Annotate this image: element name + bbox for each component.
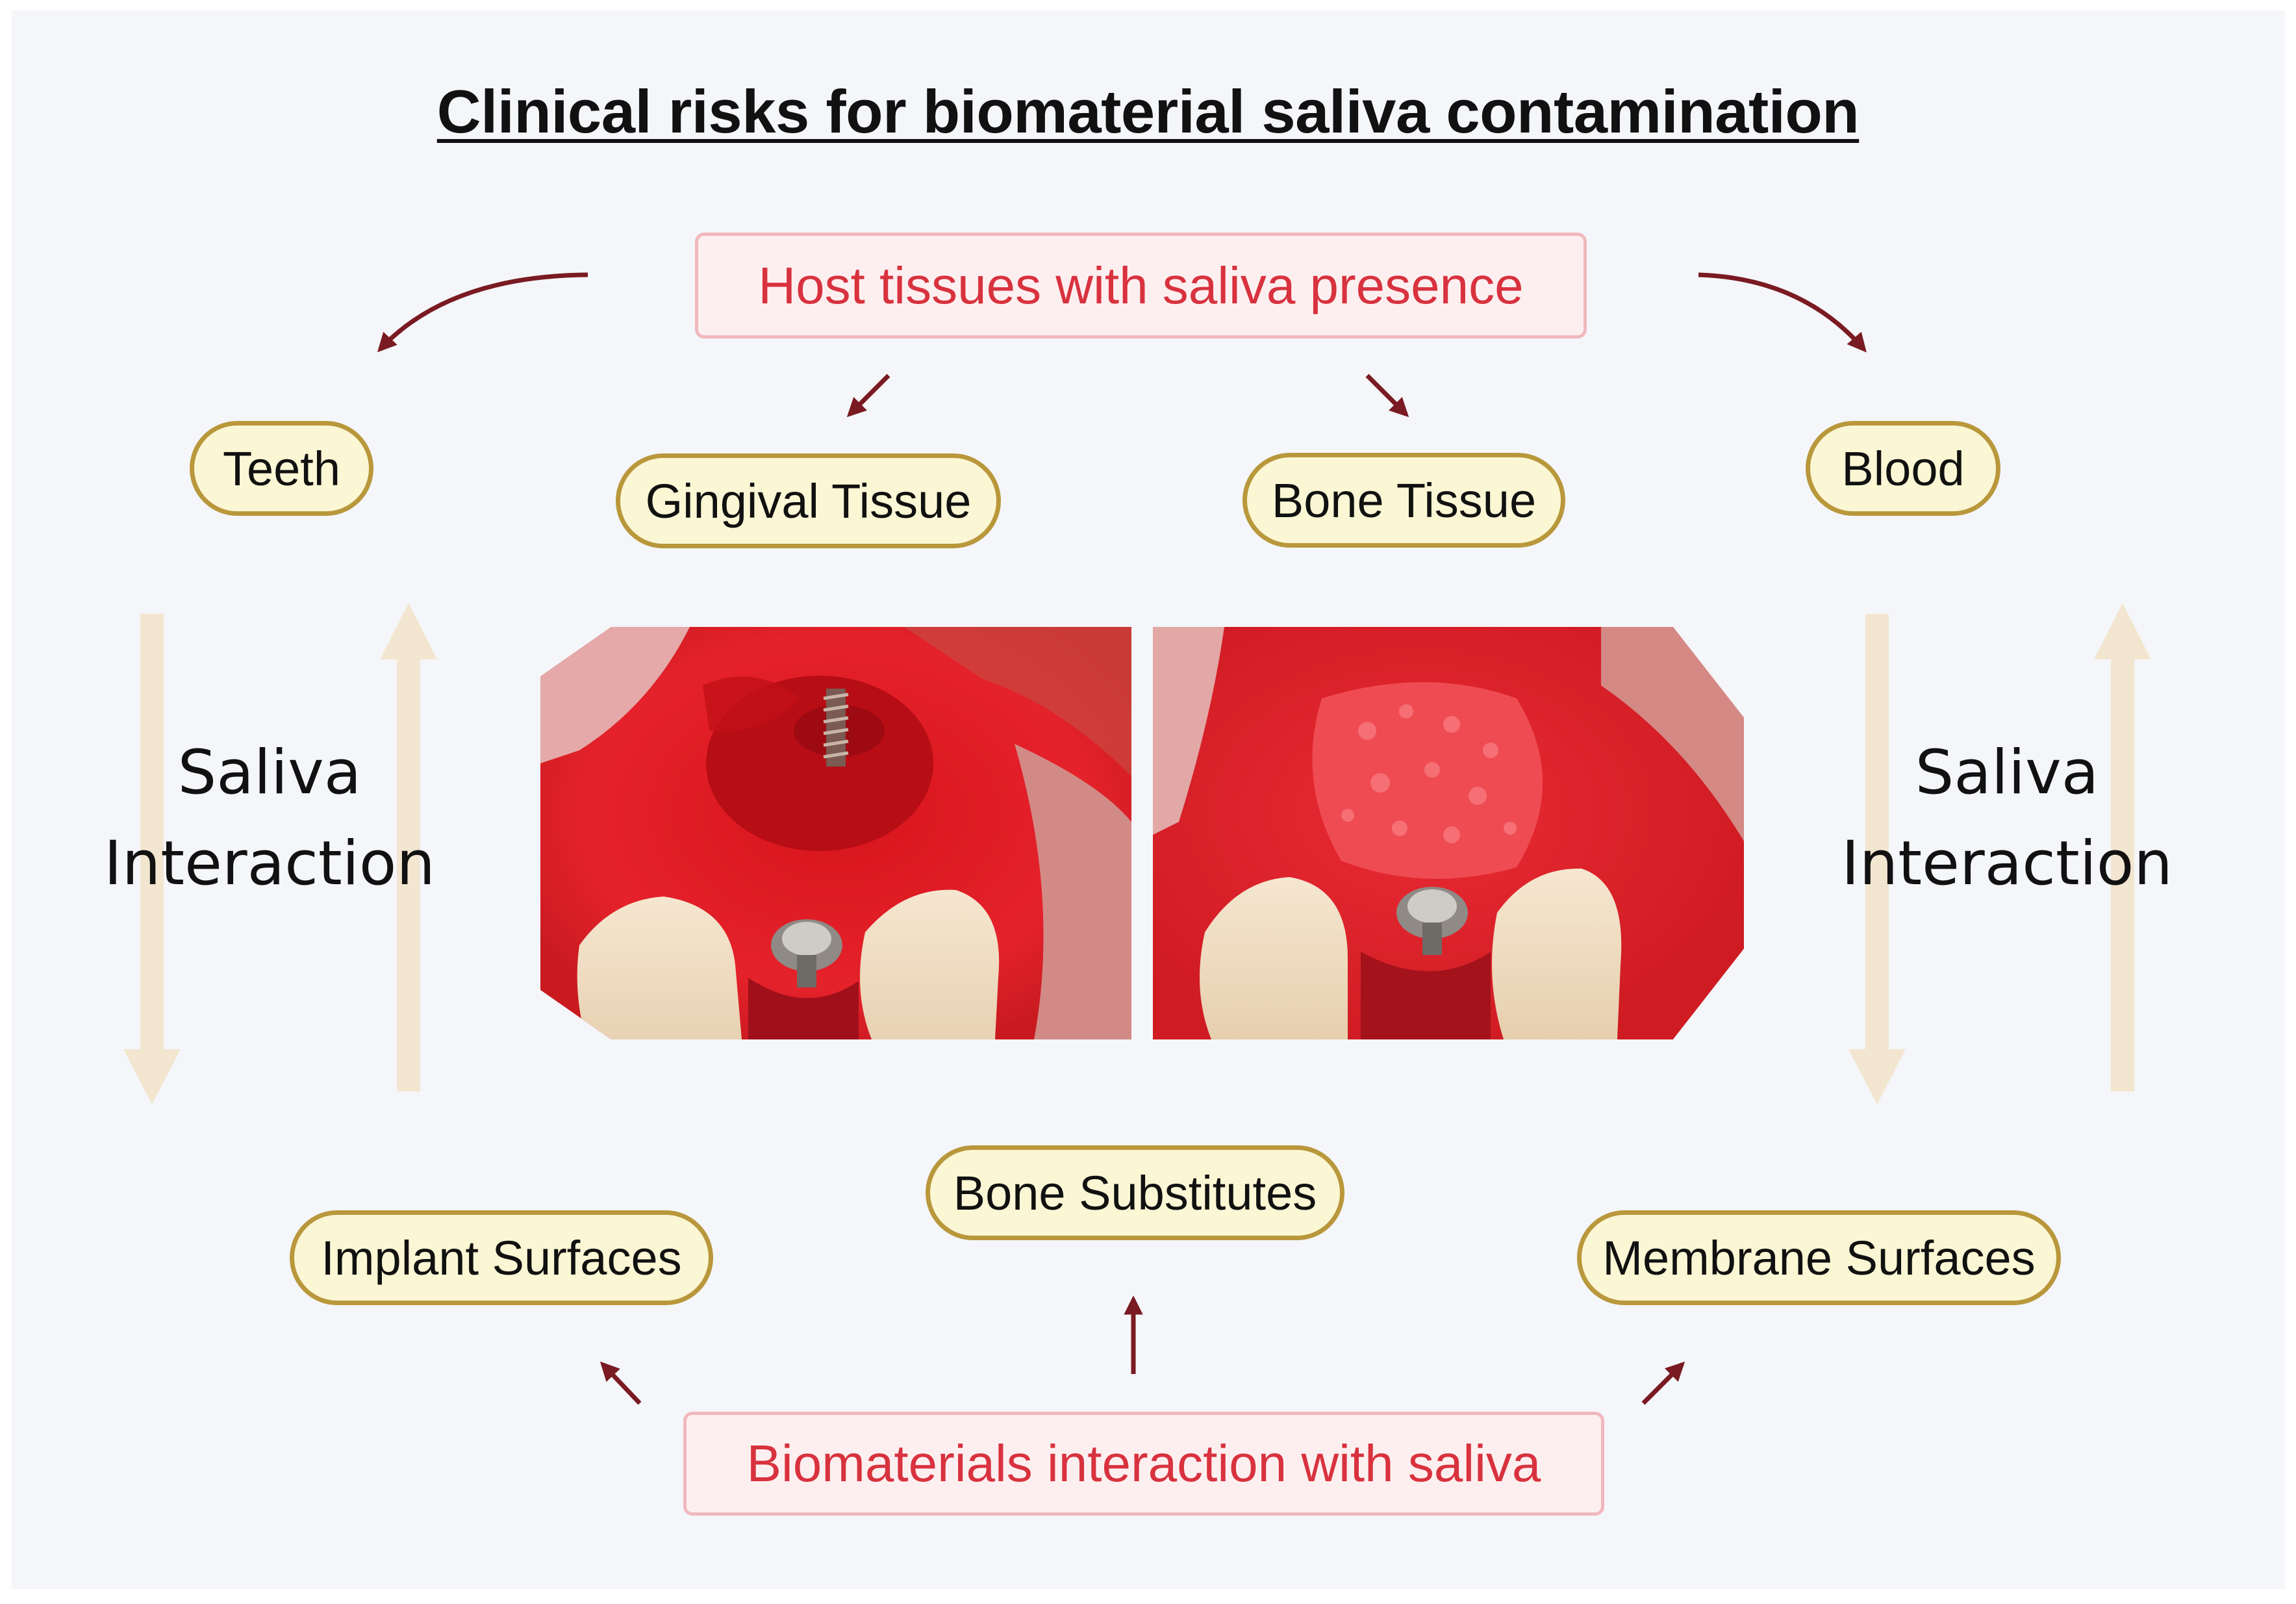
saliva-label-left-line1: Saliva <box>177 737 362 808</box>
pill-teeth: Teeth <box>190 421 373 516</box>
arrow-to-bone-tissue <box>1365 374 1409 418</box>
pill-bone-substitutes: Bone Substitutes <box>926 1145 1344 1240</box>
saliva-down-arrow-left <box>123 614 181 1104</box>
surgical-site-bone-graft-photo <box>1153 627 1744 1039</box>
saliva-interaction-label-left: Saliva Interaction <box>88 728 451 910</box>
surgical-site-implant-photo <box>540 627 1131 1039</box>
arrow-to-blood <box>1698 272 1867 353</box>
saliva-label-right-line1: Saliva <box>1915 737 2099 808</box>
pill-implant-surfaces: Implant Surfaces <box>290 1210 713 1305</box>
saliva-up-arrow-left <box>380 603 437 1091</box>
arrow-to-membrane <box>1641 1361 1685 1405</box>
saliva-down-arrow-right <box>1848 614 1906 1104</box>
arrow-to-implant <box>599 1361 642 1405</box>
saliva-interaction-label-right: Saliva Interaction <box>1825 728 2189 910</box>
host-tissues-box: Host tissues with saliva presence <box>695 233 1587 338</box>
saliva-label-right-line2: Interaction <box>1841 828 2173 899</box>
pill-blood: Blood <box>1806 421 2000 516</box>
diagram-title: Clinical risks for biomaterial saliva co… <box>436 77 1860 146</box>
saliva-label-left-line2: Interaction <box>104 828 435 899</box>
arrow-to-gingival <box>846 374 890 418</box>
pill-membrane-surfaces: Membrane Surfaces <box>1577 1210 2061 1305</box>
arrow-to-teeth <box>377 272 588 353</box>
pill-gingival-tissue: Gingival Tissue <box>616 453 1001 548</box>
biomaterials-interaction-box: Biomaterials interaction with saliva <box>683 1412 1604 1516</box>
pill-bone-tissue: Bone Tissue <box>1243 453 1565 548</box>
saliva-up-arrow-right <box>2094 603 2151 1091</box>
